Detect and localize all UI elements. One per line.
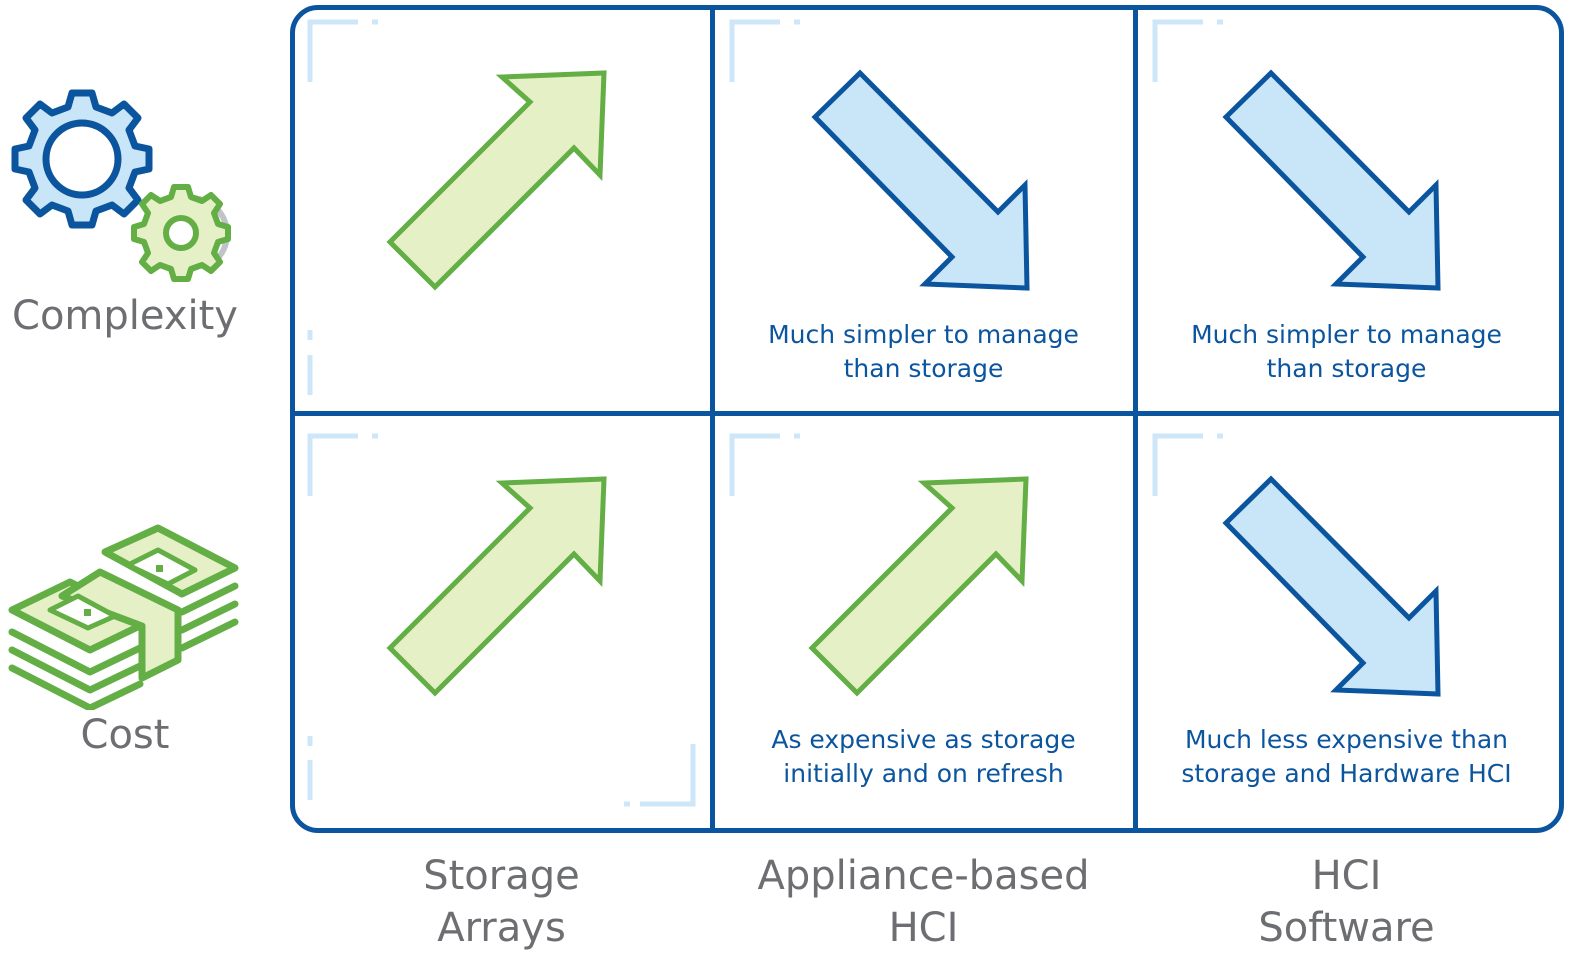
row-divider [290, 411, 1559, 416]
cell-cost-appliance-hci: As expensive as storage initially and on… [712, 723, 1135, 791]
column-label-line: Appliance-based [757, 853, 1090, 899]
column-label-line: HCI [888, 905, 959, 951]
arrow-down-icon [815, 73, 1027, 288]
column-label-line: Storage [423, 853, 580, 899]
cell-text-line: As expensive as storage [771, 725, 1076, 754]
cell-text-line: Much less expensive than [1184, 725, 1508, 754]
column-divider [1133, 5, 1138, 828]
money-stack-icon [8, 524, 239, 710]
cell-text-line: than storage [843, 354, 1004, 383]
arrow-up-icon [812, 479, 1026, 693]
arrow-up-icon [390, 479, 604, 693]
row-label-complexity: Complexity [12, 293, 238, 339]
arrow-down-icon [1226, 73, 1438, 288]
cell-cost-hci-software: Much less expensive than storage and Har… [1135, 723, 1558, 791]
column-label-line: Arrays [437, 905, 566, 951]
corner-bracket-decoration [307, 22, 1223, 807]
cell-text-line: storage and Hardware HCI [1181, 759, 1512, 788]
cell-complexity-appliance-hci: Much simpler to manage than storage [712, 318, 1135, 386]
column-label-appliance-hci: Appliance-based HCI [712, 850, 1135, 954]
arrow-down-icon [1226, 479, 1438, 694]
cell-text-line: Much simpler to manage [1191, 320, 1502, 349]
gears-icon [11, 89, 231, 282]
column-label-line: Software [1258, 905, 1435, 951]
cell-text-line: initially and on refresh [783, 759, 1064, 788]
comparison-grid [290, 5, 1564, 833]
cell-complexity-hci-software: Much simpler to manage than storage [1135, 318, 1558, 386]
row-label-cost: Cost [80, 712, 170, 758]
column-label-line: HCI [1311, 853, 1382, 899]
column-divider [710, 5, 715, 828]
arrow-up-icon [390, 73, 604, 287]
cell-text-line: than storage [1266, 354, 1427, 383]
cell-text-line: Much simpler to manage [768, 320, 1079, 349]
column-label-storage-arrays: Storage Arrays [290, 850, 713, 954]
column-label-hci-software: HCI Software [1135, 850, 1558, 954]
